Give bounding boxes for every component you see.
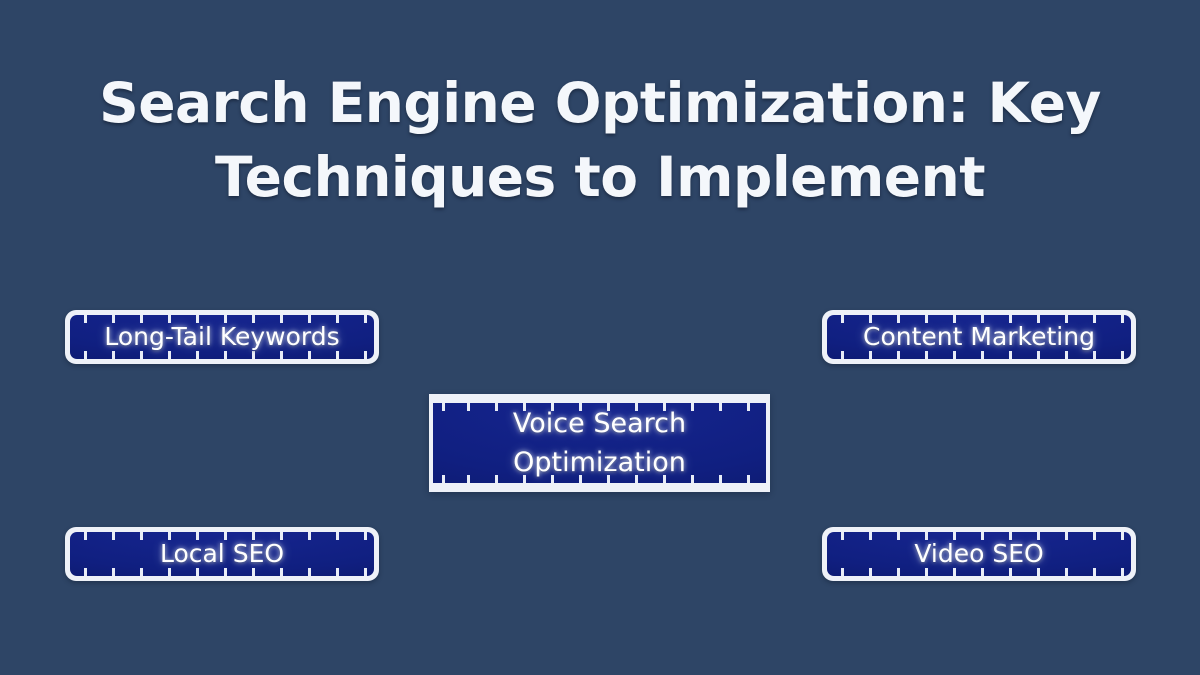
node-local-seo[interactable]: Local SEO [65, 527, 379, 581]
node-label: Long-Tail Keywords [104, 322, 340, 351]
node-body: Content Marketing [827, 315, 1131, 359]
tick-rail-bottom-icon [70, 351, 374, 359]
node-body: Voice Search Optimization [433, 403, 766, 483]
node-label-line-2: Optimization [513, 447, 686, 478]
node-content-marketing[interactable]: Content Marketing [822, 310, 1136, 364]
tick-rail-bottom-icon [70, 568, 374, 576]
page-title-line-1: Search Engine Optimization: Key [99, 71, 1101, 135]
node-body: Video SEO [827, 532, 1131, 576]
node-label: Video SEO [914, 539, 1044, 568]
page-title-line-2: Techniques to Implement [214, 145, 986, 209]
node-voice-search-optimization[interactable]: Voice Search Optimization [429, 394, 770, 492]
node-body: Local SEO [70, 532, 374, 576]
node-video-seo[interactable]: Video SEO [822, 527, 1136, 581]
node-label-line-1: Voice Search [512, 408, 687, 439]
tick-rail-bottom-icon [827, 351, 1131, 359]
node-long-tail-keywords[interactable]: Long-Tail Keywords [65, 310, 379, 364]
node-body: Long-Tail Keywords [70, 315, 374, 359]
node-label: Content Marketing [863, 322, 1095, 351]
page-title: Search Engine Optimization: Key Techniqu… [0, 66, 1200, 214]
tick-rail-bottom-icon [827, 568, 1131, 576]
node-label: Local SEO [159, 539, 285, 568]
